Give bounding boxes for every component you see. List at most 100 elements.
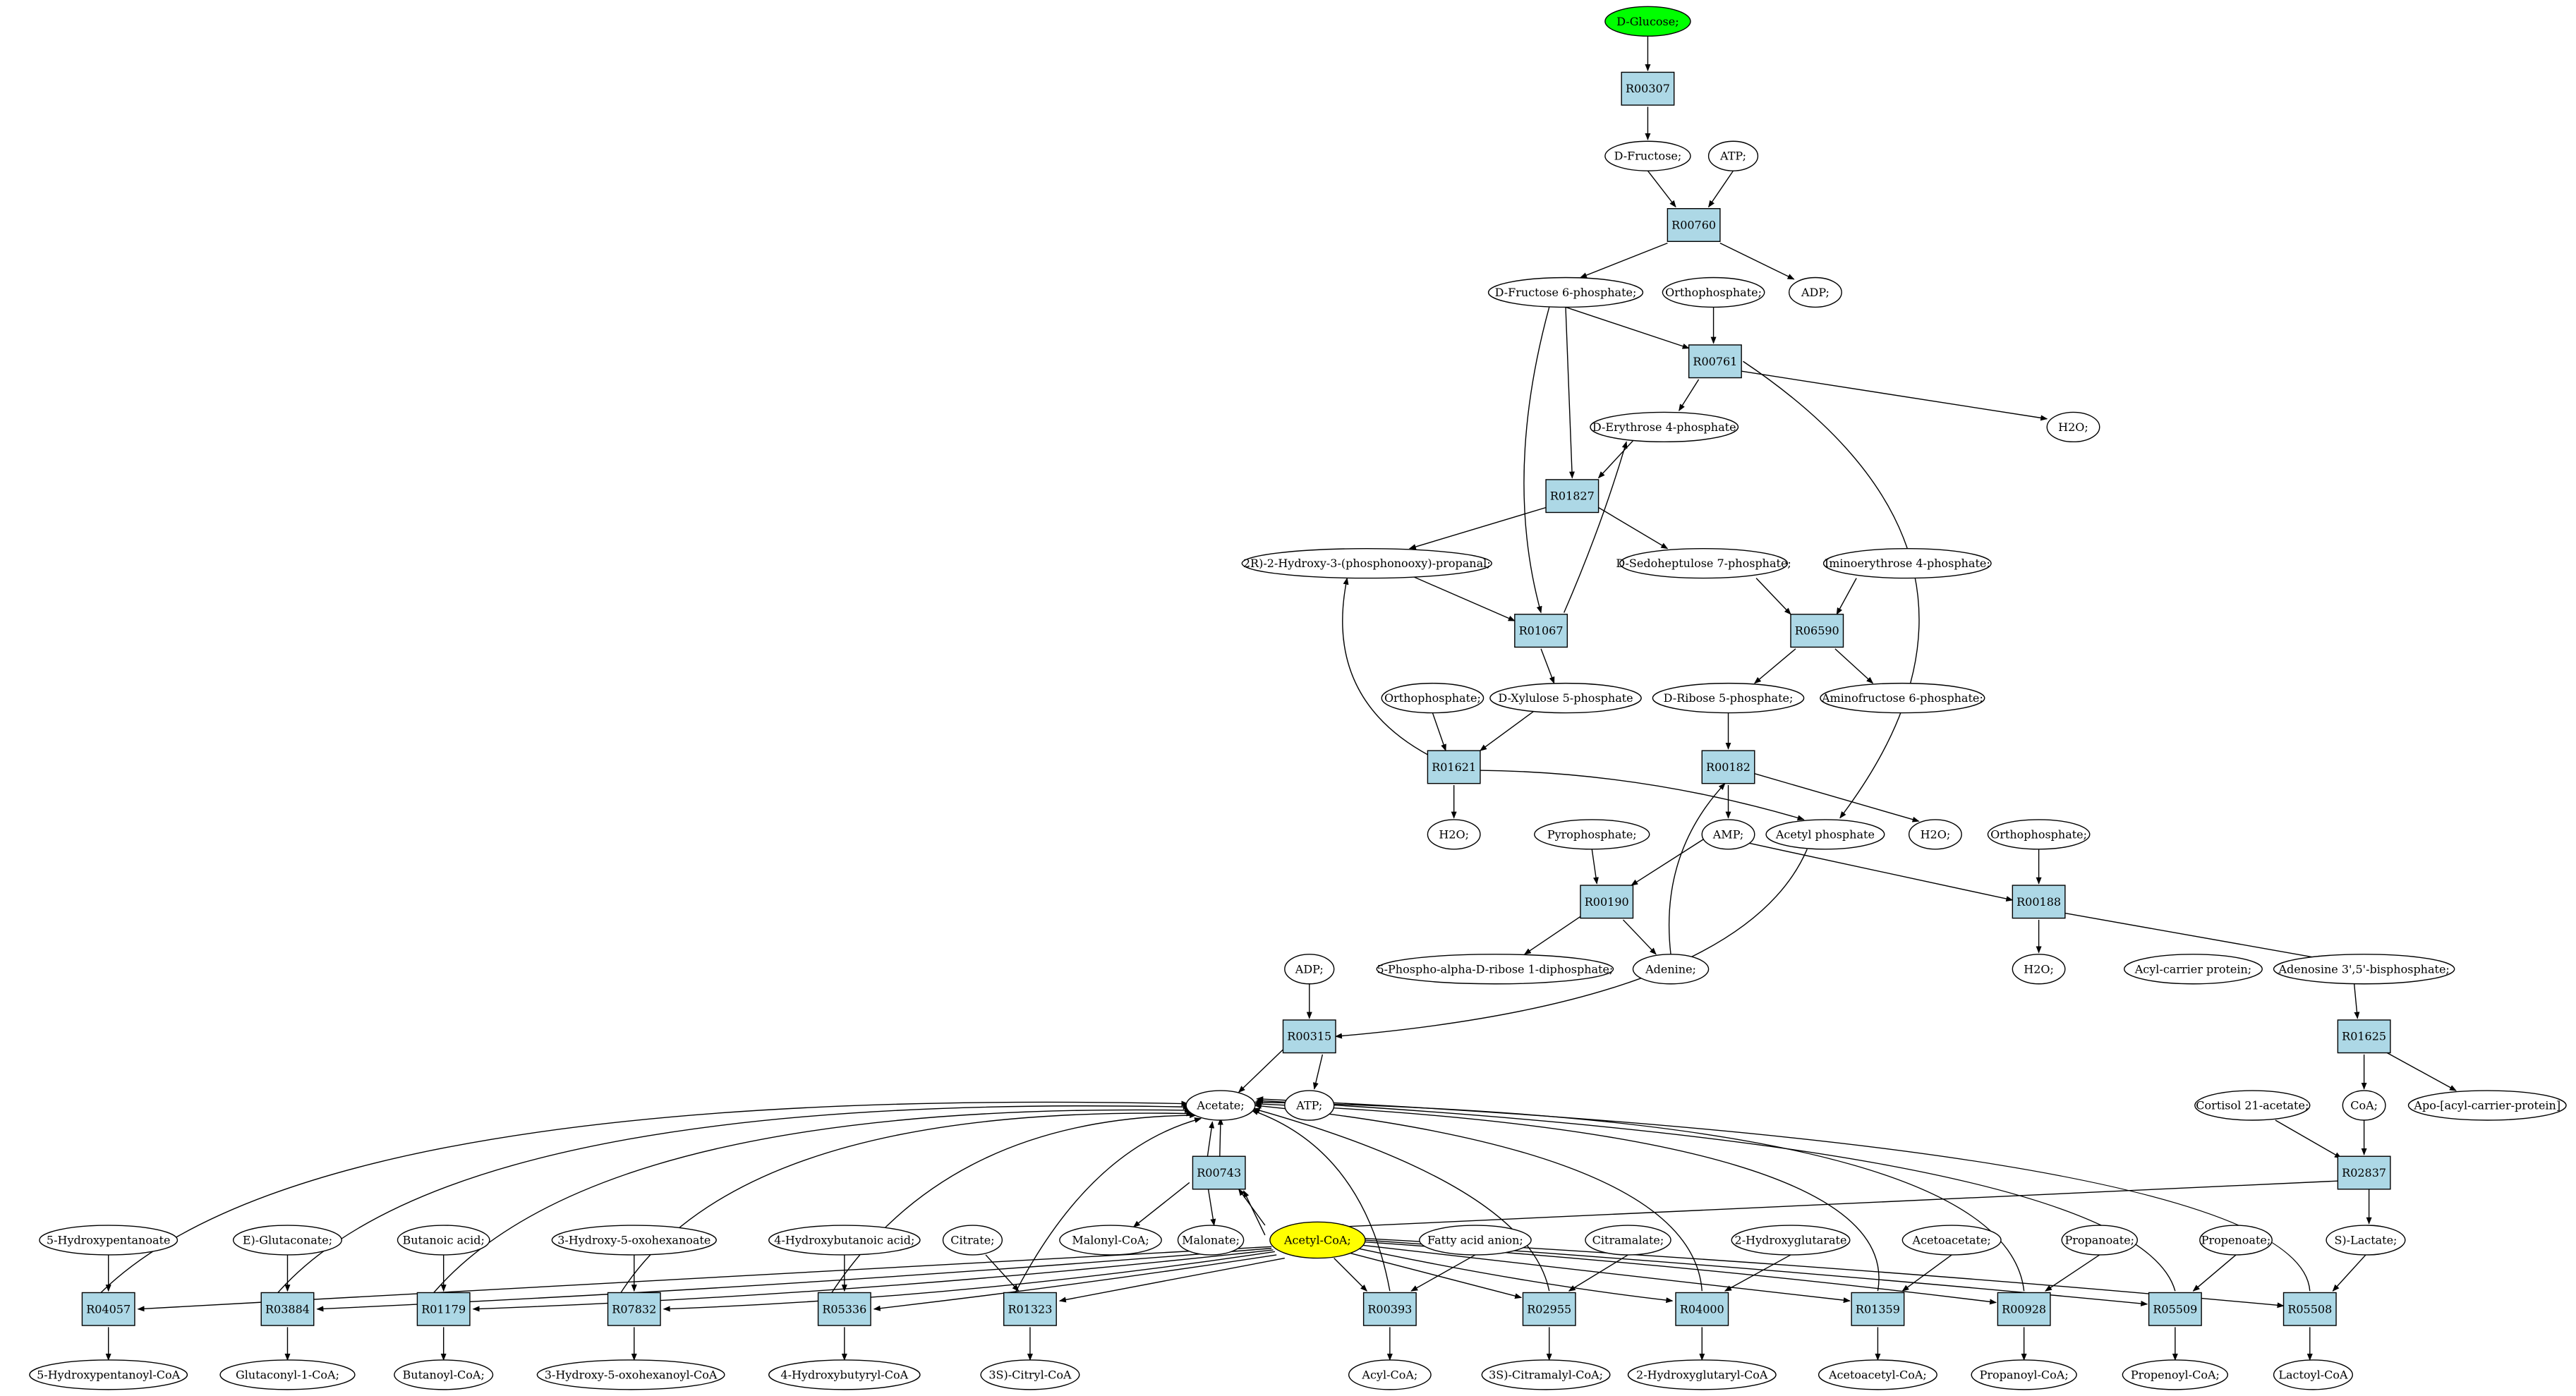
compound-node-orthop1[interactable]: Orthophosphate; — [1662, 277, 1765, 308]
reaction-node-r00307[interactable]: R00307 — [1621, 71, 1675, 106]
edge-arrow — [1901, 1254, 1952, 1292]
compound-node-lactate[interactable]: S)-Lactate; — [2326, 1225, 2406, 1256]
reaction-node-r00761[interactable]: R00761 — [1688, 344, 1742, 379]
compound-node-propen[interactable]: Propenoate; — [2199, 1225, 2273, 1256]
compound-node-s7p[interactable]: D-Sedoheptulose 7-phosphate; — [1616, 548, 1791, 579]
compound-node-c5hp[interactable]: 5-Hydroxypentanoate — [39, 1225, 179, 1256]
reaction-node-r01179[interactable]: R01179 — [416, 1292, 471, 1326]
reaction-node-r00182[interactable]: R00182 — [1701, 750, 1755, 784]
reaction-node-r01621[interactable]: R01621 — [1427, 750, 1481, 784]
compound-node-acetoac[interactable]: Acetoacetate; — [1901, 1225, 2002, 1256]
compound-node-g3p[interactable]: 2R)-2-Hydroxy-3-(phosphonooxy)-propanal; — [1241, 548, 1492, 579]
compound-node-h2o4[interactable]: H2O; — [2012, 954, 2066, 985]
reaction-node-r03884[interactable]: R03884 — [260, 1292, 315, 1326]
compound-node-e4p[interactable]: D-Erythrose 4-phosphate — [1590, 411, 1739, 443]
reaction-node-r01323[interactable]: R01323 — [1003, 1292, 1057, 1326]
compound-node-hglutcoa[interactable]: 2-Hydroxyglutaryl-CoA — [1627, 1359, 1777, 1390]
compound-node-acylcoa[interactable]: Acyl-CoA; — [1348, 1359, 1432, 1390]
reaction-node-r01067[interactable]: R01067 — [1514, 614, 1568, 648]
compound-node-c3h5ohcoa[interactable]: 3-Hydroxy-5-oxohexanoyl-CoA — [536, 1359, 725, 1390]
compound-node-imino[interactable]: Iminoerythrose 4-phosphate; — [1822, 548, 1992, 579]
edge-arrow — [1622, 919, 1657, 955]
compound-node-citrylcoa[interactable]: 3S)-Citryl-CoA — [980, 1359, 1080, 1390]
compound-node-prpp[interactable]: 5-Phospho-alpha-D-ribose 1-diphosphate; — [1376, 954, 1614, 985]
compound-node-propancoa[interactable]: Propanoyl-CoA; — [1971, 1359, 2077, 1390]
compound-node-h2o1[interactable]: H2O; — [2046, 411, 2100, 443]
compound-node-c4hb[interactable]: 4-Hydroxybutanoic acid; — [768, 1225, 921, 1256]
reaction-node-r00743[interactable]: R00743 — [1192, 1155, 1246, 1190]
compound-node-aminof[interactable]: Aminofructose 6-phosphate; — [1820, 682, 1985, 714]
reaction-node-r04057[interactable]: R04057 — [81, 1292, 135, 1326]
reaction-node-r00188[interactable]: R00188 — [2012, 885, 2066, 919]
compound-node-ado35[interactable]: Adenosine 3',5'-bisphosphate; — [2273, 954, 2455, 985]
compound-node-c5hpcoa[interactable]: 5-Hydroxypentanoyl-CoA — [29, 1359, 188, 1390]
reaction-box — [1851, 1292, 1905, 1326]
compound-node-butac[interactable]: Butanoic acid; — [397, 1225, 490, 1256]
compound-node-f6p[interactable]: D-Fructose 6-phosphate; — [1487, 277, 1644, 308]
compound-node-citram[interactable]: Citramalate; — [1585, 1225, 1671, 1256]
reaction-node-r00393[interactable]: R00393 — [1362, 1292, 1417, 1326]
reaction-box — [2282, 1292, 2337, 1326]
compound-node-malonylcoa[interactable]: Malonyl-CoA; — [1059, 1225, 1162, 1256]
compound-label: D-Ribose 5-phosphate; — [1664, 691, 1794, 705]
compound-node-orthop2[interactable]: Orthophosphate; — [1381, 682, 1484, 714]
compound-node-atp2[interactable]: ATP; — [1284, 1090, 1335, 1121]
compound-node-acetate[interactable]: Acetate; — [1185, 1090, 1256, 1121]
compound-node-acylcp[interactable]: Acyl-carrier protein; — [2123, 954, 2263, 985]
reaction-node-r07832[interactable]: R07832 — [607, 1292, 661, 1326]
compound-node-propencoa[interactable]: Propenoyl-CoA; — [2122, 1359, 2229, 1390]
compound-node-pyrop[interactable]: Pyrophosphate; — [1534, 819, 1650, 850]
compound-node-c4hbcoa[interactable]: 4-Hydroxybutyryl-CoA — [768, 1359, 921, 1390]
edge-arrow — [1598, 506, 1669, 550]
reaction-node-r05508[interactable]: R05508 — [2282, 1292, 2337, 1326]
compound-node-hglut[interactable]: 2-Hydroxyglutarate — [1731, 1225, 1851, 1256]
compound-node-fructose[interactable]: D-Fructose; — [1604, 140, 1691, 171]
compound-node-orthop3[interactable]: Orthophosphate; — [1987, 819, 2091, 850]
edge-arrow — [1755, 578, 1791, 615]
compound-node-apoacp[interactable]: Apo-[acyl-carrier-protein] — [2407, 1090, 2567, 1121]
compound-node-lactcoa[interactable]: Lactoyl-CoA — [2273, 1359, 2354, 1390]
reaction-node-r02837[interactable]: R02837 — [2337, 1155, 2391, 1190]
compound-node-citramcoa[interactable]: 3S)-Citramalyl-CoA; — [1481, 1359, 1611, 1390]
compound-ellipse — [1788, 277, 1842, 308]
edge-arrow — [1238, 1049, 1283, 1093]
reaction-node-r06590[interactable]: R06590 — [1790, 614, 1844, 648]
compound-node-cortacet[interactable]: Cortisol 21-acetate; — [2194, 1090, 2311, 1121]
edge-arrow — [1568, 1254, 1628, 1292]
compound-node-adenine[interactable]: Adenine; — [1632, 954, 1710, 985]
compound-node-coa[interactable]: CoA; — [2342, 1090, 2386, 1121]
reaction-node-r00760[interactable]: R00760 — [1667, 208, 1721, 242]
compound-node-acp[interactable]: Acetyl phosphate — [1765, 819, 1885, 850]
reaction-node-r01625[interactable]: R01625 — [2337, 1019, 2391, 1054]
compound-node-amp[interactable]: AMP; — [1701, 819, 1755, 850]
reaction-node-r00190[interactable]: R00190 — [1580, 885, 1634, 919]
compound-node-citrate[interactable]: Citrate; — [942, 1225, 1003, 1256]
compound-node-glucose[interactable]: D-Glucose; — [1604, 6, 1691, 37]
compound-node-adp1[interactable]: ADP; — [1788, 277, 1842, 308]
compound-node-glutcoa[interactable]: Glutaconyl-1-CoA; — [219, 1359, 356, 1390]
compound-node-butcoa[interactable]: Butanoyl-CoA; — [394, 1359, 494, 1390]
compound-node-glutac[interactable]: E)-Glutaconate; — [232, 1225, 343, 1256]
compound-node-h2o2[interactable]: H2O; — [1427, 819, 1481, 850]
compound-node-acetylcoa[interactable]: Acetyl-CoA; — [1269, 1221, 1366, 1259]
reaction-node-r00315[interactable]: R00315 — [1282, 1019, 1336, 1054]
reaction-node-r01827[interactable]: R01827 — [1545, 479, 1600, 514]
compound-node-adp2[interactable]: ADP; — [1284, 954, 1335, 985]
compound-node-r5p[interactable]: D-Ribose 5-phosphate; — [1652, 682, 1805, 714]
reaction-node-r00928[interactable]: R00928 — [1997, 1292, 2051, 1326]
compound-ellipse — [1662, 277, 1765, 308]
reaction-node-r01359[interactable]: R01359 — [1851, 1292, 1905, 1326]
compound-node-propan[interactable]: Propanoate; — [2061, 1225, 2139, 1256]
compound-node-c3h5oh[interactable]: 3-Hydroxy-5-oxohexanoate — [551, 1225, 717, 1256]
compound-node-faa[interactable]: Fatty acid anion; — [1419, 1225, 1532, 1256]
reaction-node-r05509[interactable]: R05509 — [2148, 1292, 2202, 1326]
compound-node-x5p[interactable]: D-Xylulose 5-phosphate — [1489, 682, 1642, 714]
reaction-node-r05336[interactable]: R05336 — [817, 1292, 871, 1326]
compound-node-malonate[interactable]: Malonate; — [1177, 1225, 1245, 1256]
compound-node-atp1[interactable]: ATP; — [1707, 140, 1759, 171]
compound-node-h2o3[interactable]: H2O; — [1908, 819, 1962, 850]
compound-node-acetoaccoa[interactable]: Acetoacetyl-CoA; — [1818, 1359, 1937, 1390]
reaction-box — [81, 1292, 135, 1326]
reaction-node-r04000[interactable]: R04000 — [1675, 1292, 1729, 1326]
reaction-node-r02955[interactable]: R02955 — [1522, 1292, 1576, 1326]
